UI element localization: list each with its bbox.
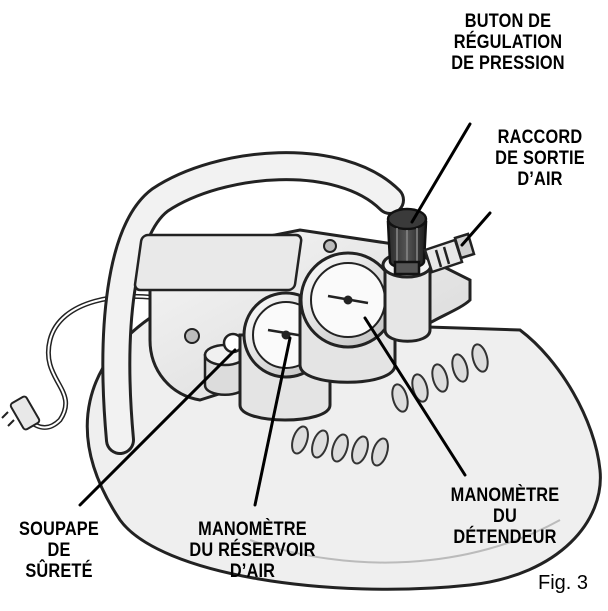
callout-regulator-gauge-line3: DÉTENDEUR xyxy=(432,527,578,548)
callout-safety-valve-line3: SÛRETÉ xyxy=(8,561,109,582)
callout-pressure-knob: BUTON DE RÉGULATION DE PRESSION xyxy=(431,11,586,74)
leader-pressure-knob xyxy=(412,124,470,222)
top-tray xyxy=(134,235,302,290)
callout-regulator-gauge-line1: MANOMÈTRE xyxy=(432,485,578,506)
regulator-pressure-gauge xyxy=(300,253,395,382)
mounting-hole xyxy=(185,329,199,343)
callout-tank-gauge-line3: D’AIR xyxy=(177,561,328,582)
pressure-regulator-knob xyxy=(388,209,426,274)
figure-caption: Fig. 3 xyxy=(538,572,588,595)
callout-safety-valve-line2: DE xyxy=(8,540,109,561)
callout-air-outlet-line1: RACCORD xyxy=(480,127,600,148)
callout-air-outlet: RACCORD DE SORTIE D’AIR xyxy=(480,127,600,190)
callout-safety-valve: SOUPAPE DE SÛRETÉ xyxy=(8,519,109,582)
mounting-hole-2 xyxy=(324,240,336,252)
callout-pressure-knob-line1: BUTON DE xyxy=(431,11,586,32)
callout-tank-gauge-line1: MANOMÈTRE xyxy=(177,519,328,540)
leader-air-outlet xyxy=(462,213,490,245)
callout-regulator-gauge-line2: DU xyxy=(432,506,578,527)
callout-regulator-gauge: MANOMÈTRE DU DÉTENDEUR xyxy=(432,485,578,548)
callout-safety-valve-line1: SOUPAPE xyxy=(8,519,109,540)
power-plug xyxy=(2,396,40,431)
callout-pressure-knob-line3: DE PRESSION xyxy=(431,53,586,74)
callout-air-outlet-line3: D’AIR xyxy=(480,169,600,190)
callout-air-outlet-line2: DE SORTIE xyxy=(480,148,600,169)
callout-tank-gauge: MANOMÈTRE DU RÉSERVOIR D’AIR xyxy=(177,519,328,582)
callout-tank-gauge-line2: DU RÉSERVOIR xyxy=(177,540,328,561)
callout-pressure-knob-line2: RÉGULATION xyxy=(431,32,586,53)
